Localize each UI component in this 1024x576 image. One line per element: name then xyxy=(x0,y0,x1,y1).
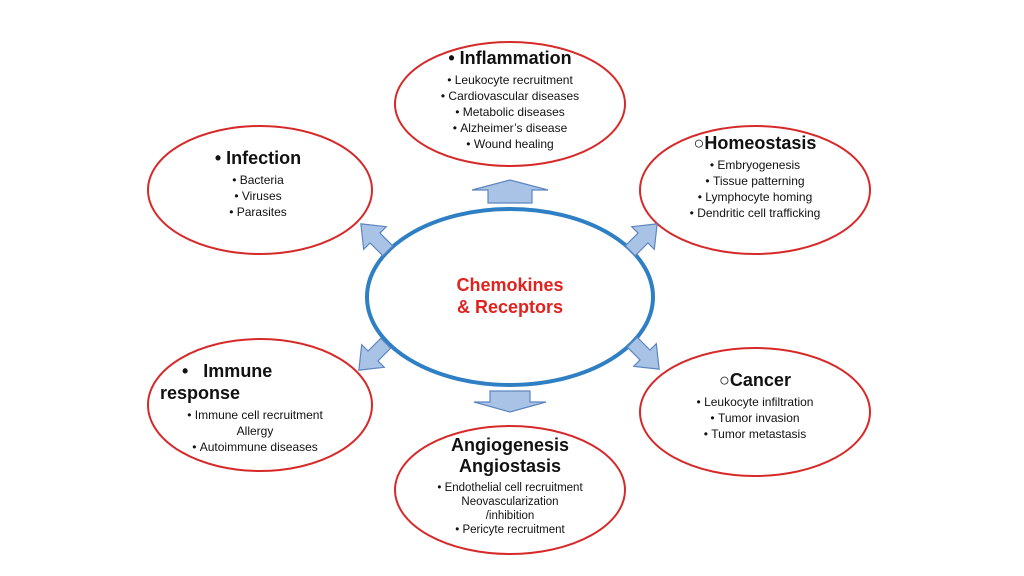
list-item: Viruses xyxy=(229,188,287,204)
arrow-to-cancer xyxy=(626,336,660,370)
homeostasis-list: Embryogenesis Tissue patterning Lymphocy… xyxy=(690,157,821,221)
immune-response-title: • Immune response xyxy=(160,360,350,404)
inflammation-list: Leukocyte recruitment Cardiovascular dis… xyxy=(441,72,579,152)
cancer-node: ○Cancer Leukocyte infiltration Tumor inv… xyxy=(655,370,855,442)
list-item: Autoimmune diseases xyxy=(182,439,328,455)
homeostasis-title: ○Homeostasis xyxy=(693,133,817,153)
list-item: Cardiovascular diseases xyxy=(441,88,579,104)
infection-node: • Infection Bacteria Viruses Parasites xyxy=(158,148,358,220)
arrow-to-angiogenesis xyxy=(473,390,547,413)
cancer-title: ○Cancer xyxy=(719,370,791,390)
arrow-to-immune xyxy=(358,337,392,371)
list-item: Parasites xyxy=(229,204,287,220)
angiogenesis-title-line1: Angiogenesis xyxy=(450,435,570,455)
list-item: Dendritic cell trafficking xyxy=(690,205,820,221)
immune-response-list: Immune cell recruitment Allergy Autoimmu… xyxy=(160,407,350,455)
infection-list: Bacteria Viruses Parasites xyxy=(229,172,287,220)
arrow-to-inflammation xyxy=(471,179,549,204)
inflammation-title: • Inflammation xyxy=(448,48,572,68)
homeostasis-node: ○Homeostasis Embryogenesis Tissue patter… xyxy=(655,133,855,221)
arrow-to-homeostasis xyxy=(624,223,658,257)
center-label-line2: & Receptors xyxy=(456,297,564,317)
center-label-line1: Chemokines xyxy=(456,275,564,295)
list-item: Immune cell recruitment Allergy xyxy=(182,407,328,439)
center-ellipse xyxy=(365,207,655,387)
list-item: Embryogenesis xyxy=(690,157,821,173)
immune-response-title-line2: response xyxy=(160,383,241,403)
list-item: Wound healing xyxy=(441,136,579,152)
list-item: Leukocyte infiltration xyxy=(697,394,813,410)
list-item: Lymphocyte homing xyxy=(690,189,821,205)
list-item: Tissue patterning xyxy=(690,173,821,189)
angiogenesis-title: Angiogenesis Angiostasis xyxy=(451,435,569,477)
list-item: Alzheimer’s disease xyxy=(441,120,579,136)
list-item: Neovascularization xyxy=(461,496,559,508)
immune-response-node: • Immune response Immune cell recruitmen… xyxy=(160,360,350,455)
angiogenesis-list: Endothelial cell recruitment Neovascular… xyxy=(437,481,583,537)
list-item: /inhibition xyxy=(485,510,535,522)
list-item: Pericyte recruitment xyxy=(437,523,582,537)
center-label: Chemokines & Receptors xyxy=(410,274,610,318)
list-item: Endothelial cell recruitment xyxy=(437,481,583,495)
angiogenesis-title-line2: Angiostasis xyxy=(458,456,562,476)
immune-response-title-line1: • Immune xyxy=(182,361,273,381)
list-item: Bacteria xyxy=(229,172,287,188)
angiogenesis-node: Angiogenesis Angiostasis Endothelial cel… xyxy=(405,435,615,537)
list-item: Tumor metastasis xyxy=(697,426,814,442)
list-item: Leukocyte recruitment xyxy=(441,72,579,88)
infection-title: • Infection xyxy=(214,148,302,168)
inflammation-node: • Inflammation Leukocyte recruitment Car… xyxy=(405,48,615,152)
arrow-to-infection xyxy=(360,223,394,257)
cancer-list: Leukocyte infiltration Tumor invasion Tu… xyxy=(697,394,814,442)
list-item: Tumor invasion xyxy=(697,410,814,426)
list-item: Metabolic diseases xyxy=(441,104,579,120)
